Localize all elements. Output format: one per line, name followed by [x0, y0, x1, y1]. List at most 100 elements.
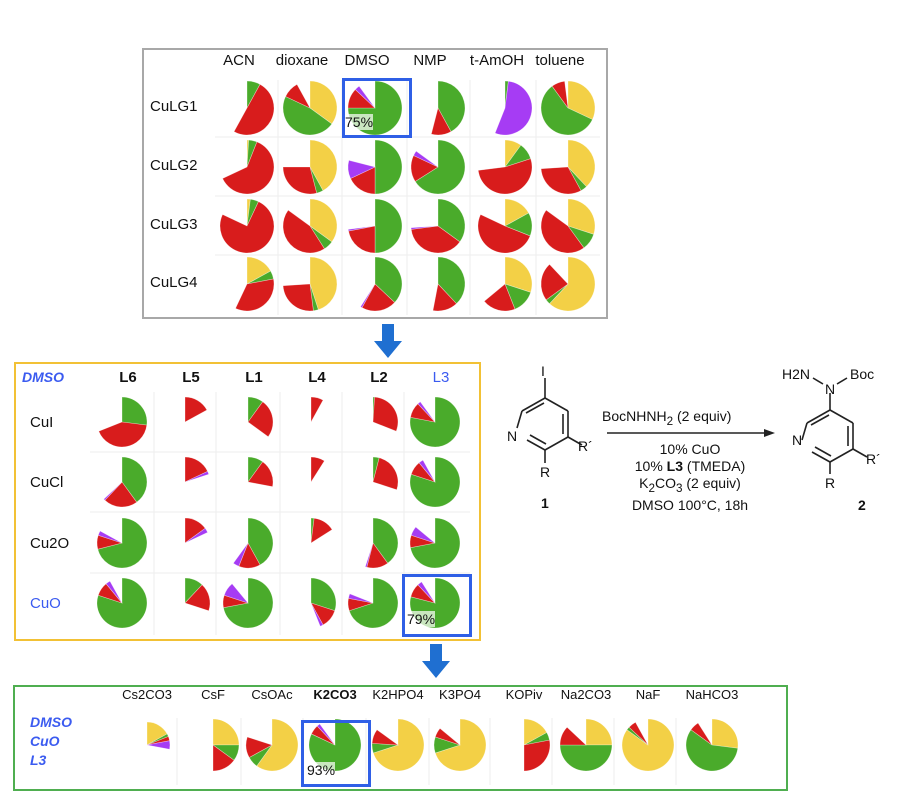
pie-CuI-L6 — [98, 396, 148, 448]
pie-segment-green — [437, 80, 466, 133]
column-header-L6: L6 — [119, 369, 137, 386]
pie-CsOAc — [245, 718, 299, 772]
pie-CuLG3-DMSO — [347, 198, 403, 254]
pie-segment-green — [559, 744, 613, 772]
pie-CuI-L3 — [409, 396, 461, 448]
reactant-number: 1 — [541, 495, 549, 511]
pie-segment-yellow — [309, 80, 338, 125]
pie-segment-red — [247, 461, 274, 488]
pie-segment-yellow — [711, 718, 739, 749]
copper-ligand-screen-box — [14, 362, 481, 641]
pie-segment-red — [285, 83, 311, 109]
pie-segment-yellow — [256, 718, 299, 772]
pie-CuI-L4 — [310, 396, 324, 423]
pie-K2CO3 — [308, 718, 362, 772]
pie-CsF — [212, 718, 240, 772]
pie-K2HPO4 — [371, 718, 425, 772]
column-header-K2HPO4: K2HPO4 — [372, 687, 424, 702]
pie-segment-red — [372, 396, 399, 432]
pie-segment-red — [282, 283, 314, 312]
boc-label: Boc — [850, 366, 875, 382]
pie-segment-red — [371, 729, 400, 746]
iodo-label: I — [541, 363, 545, 379]
reactant-n-label: N — [507, 428, 518, 444]
pie-segment-red — [233, 83, 275, 136]
column-header-KOPiv: KOPiv — [505, 687, 543, 702]
pie-CuCl-L2 — [372, 456, 399, 491]
pie-segment-red — [247, 401, 274, 438]
pie-CuLG3-toluene — [540, 198, 596, 254]
reagent-label: BocNHNH2 (2 equiv) — [602, 408, 732, 428]
product-number: 2 — [858, 497, 866, 513]
pie-segment-yellow — [621, 718, 675, 772]
pie-CuI-L5 — [184, 396, 208, 423]
pie-CuLG1-t-AmOH — [494, 80, 533, 136]
product-n-label: N — [792, 432, 803, 448]
row-label-CuLG4: CuLG4 — [150, 274, 198, 291]
column-header-L3: L3 — [432, 369, 450, 386]
pie-CuO-L5 — [184, 577, 211, 612]
pie-CuO-L1 — [222, 577, 274, 629]
pie-segment-purple — [347, 225, 376, 232]
pie-CuCl-L1 — [247, 456, 274, 488]
column-header-NaF: NaF — [635, 687, 661, 702]
pie-CuLG1-dioxane — [282, 80, 338, 136]
base-screen-box — [13, 685, 788, 791]
pie-segment-purple — [316, 723, 336, 746]
reactant-structure — [516, 378, 583, 463]
column-header-CsOAc: CsOAc — [251, 687, 293, 702]
pie-segment-green — [121, 456, 148, 503]
pie-CuO-L2 — [347, 577, 399, 629]
down-arrow-icon — [422, 644, 450, 678]
pie-segment-purple — [103, 481, 123, 501]
column-header-CsF: CsF — [201, 687, 225, 702]
pie-segment-red — [477, 158, 533, 195]
condition-label-DMSO: DMSO — [30, 714, 72, 730]
column-header-K2CO3: K2CO3 — [313, 687, 357, 702]
column-header-Na2CO3: Na2CO3 — [560, 687, 612, 702]
pie-segment-purple — [146, 740, 171, 750]
pie-segment-yellow — [212, 718, 240, 746]
pie-NaHCO3 — [685, 718, 739, 772]
reactant-r-label: R — [540, 464, 551, 480]
reactant-rprime-label: R´ — [578, 438, 593, 454]
column-header-K3PO4: K3PO4 — [439, 687, 481, 702]
pie-CuO-L6 — [96, 577, 148, 629]
row-label-CuO: CuO — [30, 595, 61, 612]
highlight-percent: 93% — [307, 762, 336, 778]
pie-NaF — [621, 718, 675, 772]
pie-segment-purple — [348, 593, 374, 604]
pie-segment-red — [245, 736, 273, 758]
ligand-solvent-screen-box — [142, 48, 608, 319]
pie-segment-green — [247, 517, 274, 566]
column-header-DMSO: DMSO — [344, 52, 390, 69]
highlight-box — [301, 720, 371, 787]
condition-label-CuO: CuO — [30, 733, 60, 749]
row-label-CuLG3: CuLG3 — [150, 216, 198, 233]
pie-segment-green — [374, 139, 403, 195]
pie-segment-red — [483, 283, 516, 312]
pie-CuLG2-ACN — [222, 139, 275, 195]
column-header-toluene: toluene — [535, 52, 585, 69]
corner-label-dmso: DMSO — [22, 369, 64, 385]
pie-segment-red — [235, 278, 275, 312]
pie-segment-red — [628, 721, 649, 746]
pie-segment-purple — [417, 581, 436, 604]
column-header-NMP: NMP — [413, 52, 447, 69]
pie-CuO-L4 — [310, 577, 337, 627]
down-arrow-icon — [374, 324, 402, 358]
pie-segment-red — [430, 107, 452, 136]
highlight-box — [342, 78, 412, 138]
pie-CuLG4-DMSO — [360, 256, 403, 312]
pie-segment-red — [282, 209, 325, 254]
pie-segment-green — [372, 517, 399, 564]
row-label-CuCl: CuCl — [30, 474, 64, 491]
pie-segment-red — [410, 225, 461, 254]
pie-CuLG4-dioxane — [282, 256, 338, 312]
pie-segment-green — [348, 577, 399, 629]
pie-segment-yellow — [504, 256, 533, 293]
pie-Cu2O-L5 — [184, 517, 209, 544]
pie-segment-green — [414, 139, 466, 195]
